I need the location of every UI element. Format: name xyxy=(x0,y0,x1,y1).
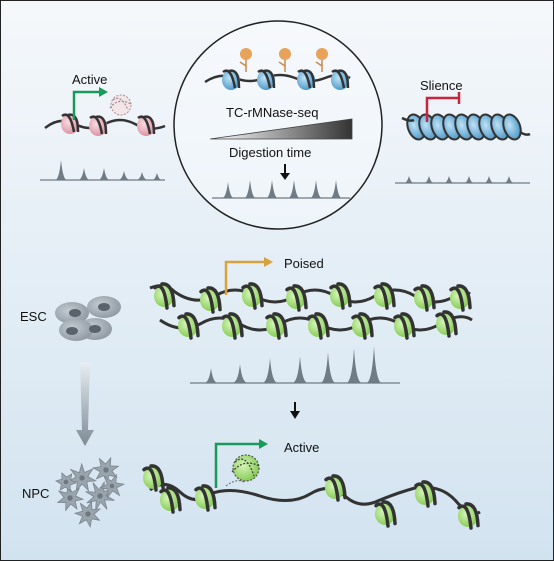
repression-arrow xyxy=(425,96,459,122)
compacted-chromatin xyxy=(401,113,531,141)
npc-cell-nucleus xyxy=(67,495,73,501)
nucleosome-green xyxy=(457,502,480,530)
nucleosome-green xyxy=(142,464,165,492)
esc-nucleosomes xyxy=(153,282,472,340)
nucleosome-green xyxy=(199,286,222,314)
label-active-top: Active xyxy=(72,72,107,87)
label-npc: NPC xyxy=(22,486,49,501)
label-method: TC-rMNase-seq xyxy=(226,105,318,120)
nucleosome-pink xyxy=(61,113,80,134)
nucleosome-green xyxy=(307,312,330,340)
nucleosome-blue xyxy=(257,69,276,90)
nucleosome-green xyxy=(153,282,176,310)
npc-cell-cluster xyxy=(55,456,126,529)
npc-cell-nucleus xyxy=(103,467,109,473)
nucleosome-green xyxy=(265,312,288,340)
tss-arrow-poised xyxy=(224,260,265,295)
label-active-bottom: Active xyxy=(284,440,319,455)
npc-cell-nucleus xyxy=(109,483,115,489)
mnase-enzyme xyxy=(278,48,291,72)
displaced-nucleosome xyxy=(109,94,132,116)
tss-arrow-active-npc xyxy=(214,442,260,488)
npc-cell-nucleus xyxy=(85,511,91,517)
npc-cell-nucleus xyxy=(97,493,103,499)
label-poised: Poised xyxy=(284,256,324,271)
npc-cell-nucleus xyxy=(79,475,85,481)
nucleosome-green xyxy=(435,310,458,338)
nucleosome-green xyxy=(414,480,437,508)
digestion-wedge xyxy=(209,118,353,140)
nucleosome-green xyxy=(221,312,244,340)
label-silence: Slience xyxy=(420,78,463,93)
nucleosome-green xyxy=(329,282,352,310)
nucleosome-green xyxy=(351,312,374,340)
peak-track xyxy=(212,180,350,199)
mnase-enzyme xyxy=(315,48,328,72)
nucleosome-blue xyxy=(222,69,241,90)
panel-active-top: Active xyxy=(40,72,166,181)
nucleosome-green xyxy=(393,312,416,340)
npc-cell-nucleus xyxy=(63,479,69,485)
differentiation-arrow xyxy=(76,362,94,446)
nucleosome-green xyxy=(373,282,396,310)
nucleosome-green xyxy=(374,500,397,528)
esc-cell-cluster xyxy=(55,296,121,341)
nucleosome-green xyxy=(449,284,472,312)
method-circle: TC-rMNase-seq Digestion time xyxy=(173,20,383,230)
nucleosome-green xyxy=(324,474,347,502)
mnase-enzyme xyxy=(239,48,252,72)
nucleosome-green xyxy=(177,312,200,340)
nucleosome-blue xyxy=(331,69,350,90)
peak-track-esc xyxy=(190,346,400,384)
nucleosome-pink xyxy=(89,115,108,136)
displaced-nucleosome xyxy=(225,454,260,487)
nucleosome-pink xyxy=(137,115,156,136)
nucleosome-green xyxy=(241,282,264,310)
peak-track xyxy=(395,176,530,184)
nucleosome-green xyxy=(413,284,436,312)
panel-silence: Slience xyxy=(395,78,531,184)
npc-nucleosomes xyxy=(142,464,480,530)
nucleosome-blue xyxy=(297,69,316,90)
nucleosome-green xyxy=(159,486,182,514)
label-esc: ESC xyxy=(20,309,47,324)
peak-track xyxy=(40,160,165,181)
tss-arrow-active xyxy=(72,90,100,120)
nucleosome-green xyxy=(194,484,217,512)
nucleosome-green xyxy=(285,284,308,312)
label-digestion: Digestion time xyxy=(229,145,311,160)
